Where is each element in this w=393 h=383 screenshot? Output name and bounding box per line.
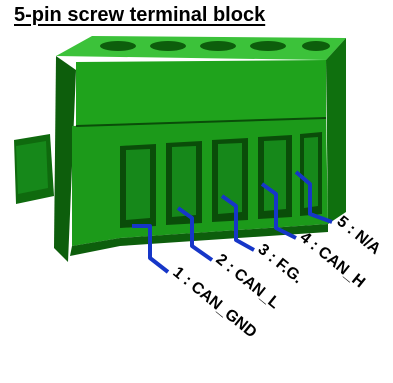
- leader-line-pin-1: [132, 224, 170, 274]
- screw-hole: [150, 41, 186, 51]
- leader-lines: [132, 170, 333, 274]
- leader-line-pin-5: [294, 170, 333, 224]
- screw-holes: [100, 41, 330, 51]
- wire-slot-2: [166, 141, 202, 225]
- pin-label-5: 5 : N/A: [333, 213, 383, 258]
- screw-hole: [250, 41, 286, 51]
- screw-hole: [100, 41, 136, 51]
- screw-hole: [302, 41, 330, 51]
- leader-line-pin-2: [176, 206, 214, 262]
- leader-line-pin-3: [220, 194, 255, 252]
- leader-line-pin-4: [260, 182, 297, 240]
- wire-slots: [120, 132, 322, 228]
- wire-slot-5: [300, 132, 322, 216]
- screw-hole: [200, 41, 236, 51]
- wire-slot-1: [120, 144, 156, 228]
- pin-label-3: 3 : F.G.: [254, 241, 305, 287]
- wire-slot-3: [212, 138, 248, 222]
- diagram-title: 5-pin screw terminal block: [14, 4, 266, 26]
- wire-slot-4: [258, 135, 292, 219]
